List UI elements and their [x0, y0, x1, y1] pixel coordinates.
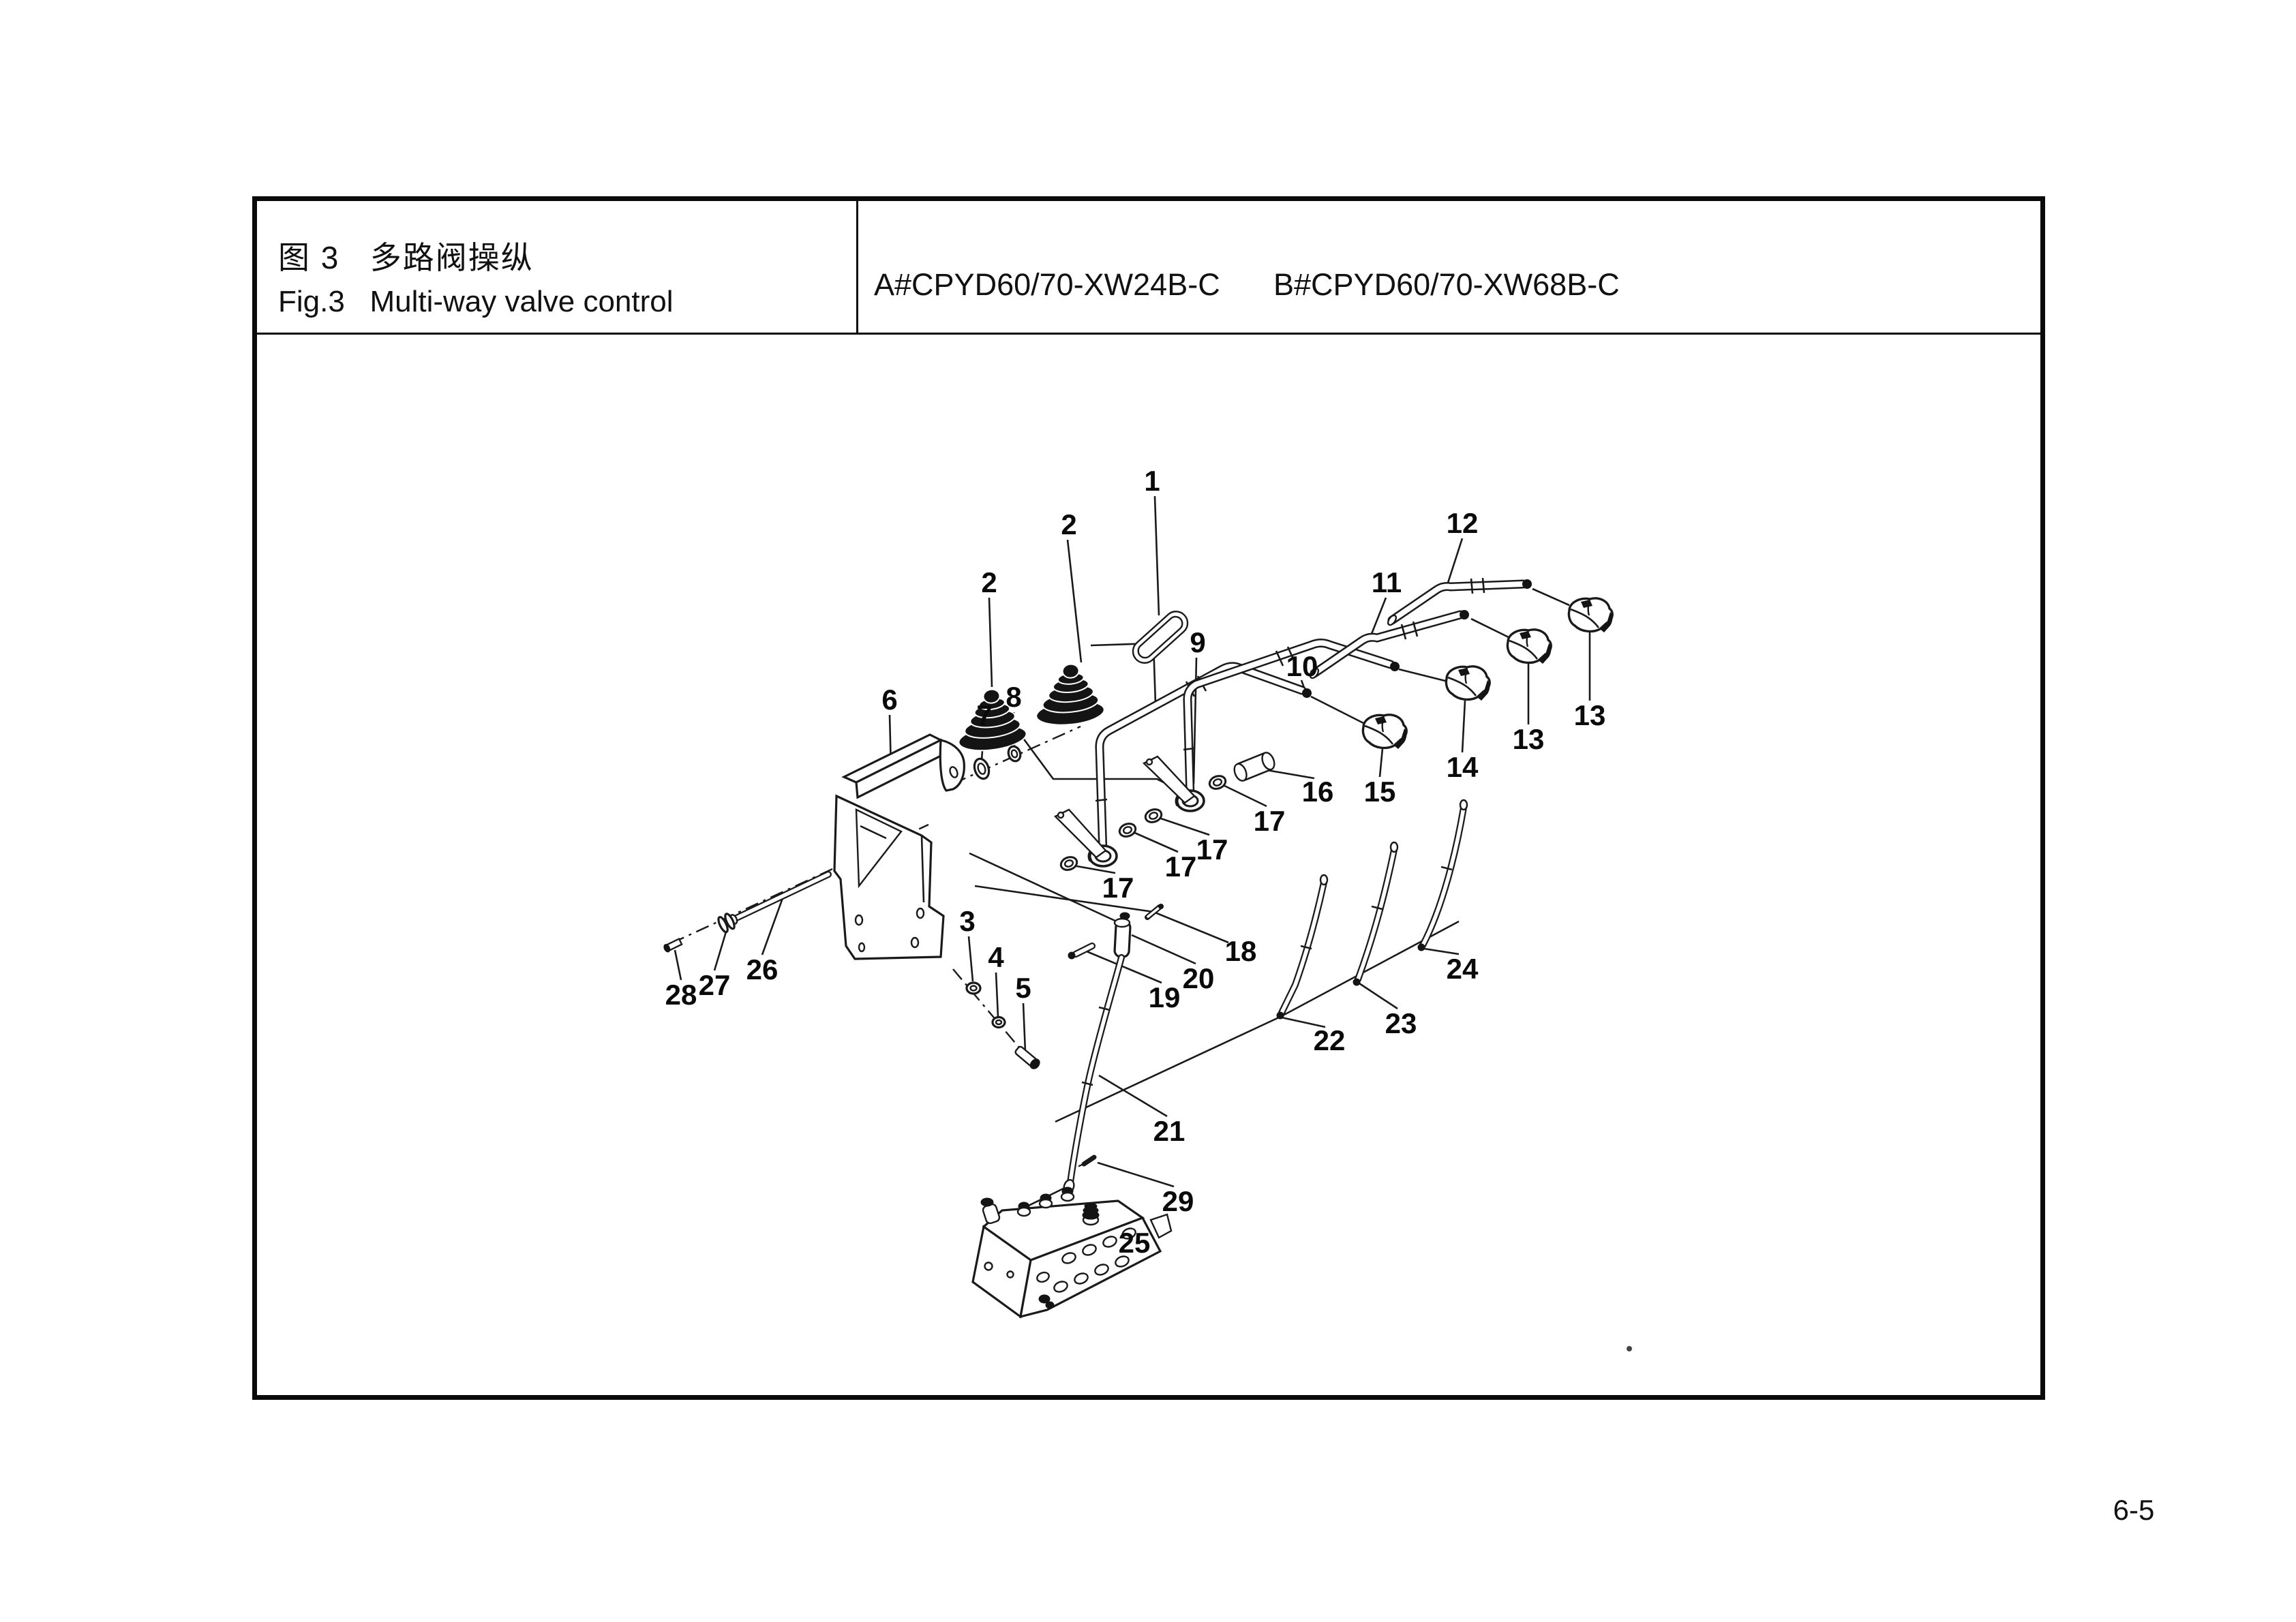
part-bushing-17c	[1117, 820, 1138, 840]
part-joint-19-20	[1068, 912, 1132, 960]
callout-label-22: 22	[1314, 1024, 1346, 1056]
part-washer-7	[973, 757, 991, 780]
part-screw-28	[663, 937, 683, 953]
part-shaft-26	[729, 871, 832, 925]
callout-label-20: 20	[1183, 962, 1215, 994]
callout-leaders	[674, 495, 1591, 1229]
callout-label-13: 13	[1574, 699, 1606, 731]
callout-label-2: 2	[981, 566, 997, 598]
part-knob-15	[1361, 714, 1408, 750]
figure-title-english: Fig.3 Multi-way valve control	[278, 285, 674, 318]
callout-label-21: 21	[1153, 1115, 1185, 1147]
model-code-a: A#CPYD60/70-XW24B-C	[874, 267, 1220, 302]
callout-label-2: 2	[1061, 508, 1076, 540]
valve-spools	[980, 1187, 1075, 1225]
callout-label-10: 10	[1286, 650, 1318, 682]
part-lever-rod-12	[1387, 577, 1532, 626]
figure-title-chinese: 图 3 多路阀操纵	[278, 240, 534, 275]
diagram-border	[252, 196, 2045, 1400]
part-bushing-17a	[1207, 772, 1228, 793]
callout-label-11: 11	[1372, 566, 1402, 598]
clevis-arm-right	[1142, 755, 1196, 804]
page-number: 6-5	[2113, 1494, 2155, 1526]
callout-label-17: 17	[1196, 833, 1228, 866]
callout-label-3: 3	[959, 905, 975, 937]
callout-label-4: 4	[988, 941, 1004, 973]
title-block-divider	[856, 196, 858, 335]
callout-label-27: 27	[699, 969, 731, 1001]
part-oval-ring	[1132, 611, 1189, 664]
part-pin-18	[1145, 904, 1164, 920]
callout-label-17: 17	[1254, 805, 1286, 837]
part-bushing-17d	[1058, 853, 1080, 874]
callout-label-16: 16	[1302, 776, 1334, 808]
callout-label-26: 26	[746, 953, 779, 985]
part-valve-block	[971, 1187, 1173, 1319]
callout-label-9: 9	[1190, 626, 1205, 658]
callout-label-5: 5	[1015, 972, 1031, 1004]
part-knob-14	[1445, 665, 1492, 702]
callout-label-12: 12	[1447, 507, 1479, 539]
callout-label-19: 19	[1149, 981, 1181, 1013]
part-knob-13a	[1506, 628, 1553, 665]
callout-label-17: 17	[1165, 851, 1197, 883]
part-bolt-5	[1014, 1045, 1040, 1069]
callout-label-1: 1	[1144, 465, 1160, 497]
part-spacer-16	[1233, 752, 1275, 782]
callout-label-15: 15	[1364, 776, 1396, 808]
callout-label-7: 7	[976, 699, 992, 731]
part-knob-13b	[1567, 597, 1614, 634]
part-lever-rod-11	[1309, 610, 1469, 679]
callout-label-29: 29	[1162, 1185, 1194, 1217]
callout-label-25: 25	[1119, 1227, 1151, 1259]
part-lever-rod-10	[1183, 639, 1400, 802]
callout-label-6: 6	[881, 684, 897, 716]
callout-label-24: 24	[1447, 953, 1479, 985]
title-band-divider	[252, 333, 2045, 335]
callout-label-18: 18	[1225, 935, 1257, 967]
part-bracket	[833, 733, 965, 960]
callout-label-13: 13	[1513, 723, 1545, 755]
part-washer-27	[717, 913, 736, 934]
model-code-b: B#CPYD60/70-XW68B-C	[1273, 267, 1620, 302]
clevis-arm-left	[1053, 808, 1107, 859]
callout-label-14: 14	[1447, 751, 1479, 783]
part-link-rod-23	[1353, 841, 1399, 986]
part-boot-right	[1030, 660, 1106, 729]
callout-label-28: 28	[665, 979, 697, 1011]
stray-mark	[1627, 1346, 1632, 1351]
part-ring-8	[1007, 745, 1022, 763]
part-link-rod-24	[1417, 799, 1468, 951]
part-link-rod-22	[1276, 874, 1329, 1020]
callout-label-17: 17	[1102, 872, 1134, 904]
part-nut-3	[965, 981, 982, 995]
part-nut-4	[991, 1015, 1006, 1029]
part-plug-25	[1082, 1203, 1100, 1226]
part-link-rod-21	[1063, 954, 1125, 1194]
callout-label-23: 23	[1385, 1007, 1417, 1039]
callout-label-8: 8	[1006, 681, 1021, 713]
part-bushing-17b	[1143, 806, 1164, 826]
